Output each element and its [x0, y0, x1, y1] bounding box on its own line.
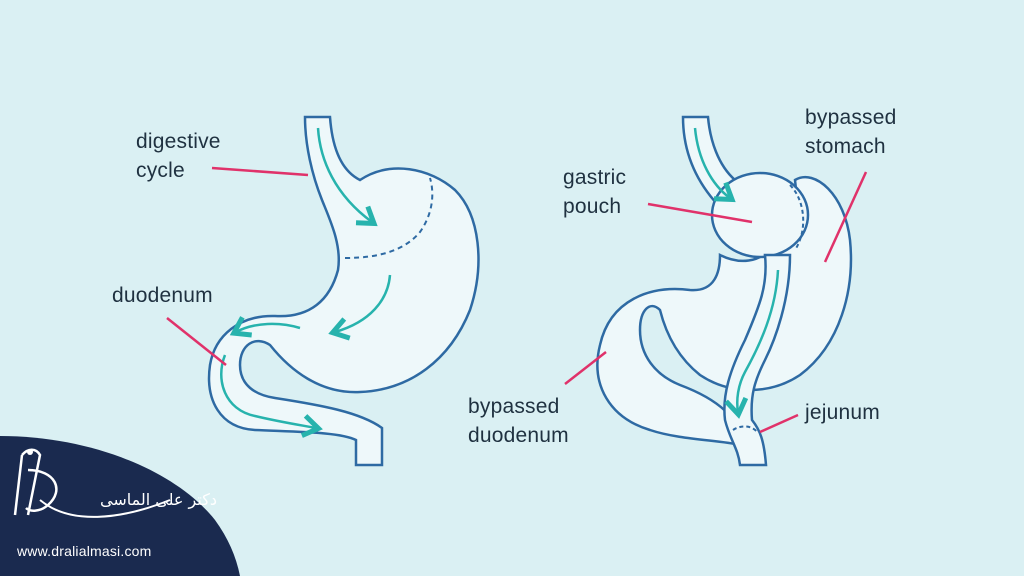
label-gastric-pouch: gastric pouch [563, 166, 627, 218]
pointer-duodenum [166, 317, 227, 366]
flow-arrow-pylorus [229, 316, 301, 338]
pointer-jejunum [759, 413, 799, 434]
normal-stomach-dashed-line [344, 177, 434, 259]
pointer-bypassed-stomach [823, 171, 868, 263]
label-bypassed-stomach: bypassed stomach [805, 106, 897, 158]
flow-arrow-duodenum [220, 354, 323, 438]
label-jejunum: jejunum [805, 401, 880, 424]
label-duodenum: duodenum [112, 284, 213, 307]
label-digestive-cycle: digestive cycle [136, 130, 221, 182]
normal-stomach [207, 115, 480, 467]
website-url[interactable]: www.dralialmasi.com [17, 543, 152, 559]
pointer-gastric-pouch [647, 202, 753, 224]
flow-arrow-stomach [328, 274, 392, 341]
gastric-pouch-shape [710, 171, 810, 259]
jejunum-anastomosis-dashed [732, 425, 758, 433]
pointer-bypassed-duodenum [564, 351, 607, 385]
normal-stomach-body [207, 115, 480, 467]
flow-arrow-esophagus [316, 127, 378, 227]
label-bypassed-duodenum: bypassed duodenum [468, 395, 569, 447]
bypass-stomach [596, 115, 853, 467]
bypass-flow-arrow-jejunum [724, 269, 780, 419]
gastric-pouch-staple-line [789, 184, 805, 251]
pointer-lines [166, 166, 868, 434]
pointer-digestive-cycle [211, 166, 309, 177]
bypass-flow-arrow-esophagus [693, 127, 736, 203]
